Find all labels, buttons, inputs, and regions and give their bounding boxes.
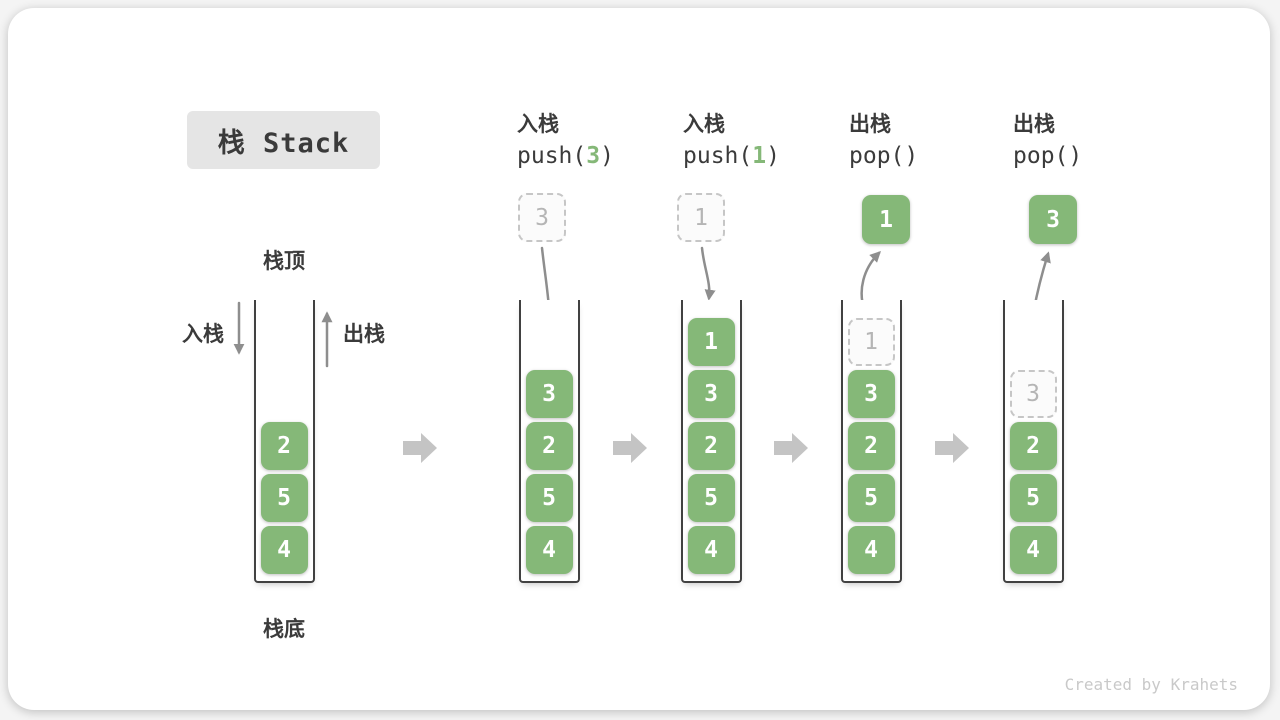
op-code-pop-3: pop() xyxy=(1013,143,1082,169)
op-code-post: ) xyxy=(600,143,614,169)
op-code-arg: 3 xyxy=(586,143,601,169)
stack-item: 5 xyxy=(260,474,308,522)
pop-side-label: 出栈 xyxy=(343,323,385,346)
title-box: 栈 Stack xyxy=(187,111,380,169)
stack-item: 1 xyxy=(687,318,735,366)
op-code-arg: 1 xyxy=(752,143,767,169)
stack-item: 2 xyxy=(525,422,573,470)
stack-item: 2 xyxy=(687,422,735,470)
op-label-push-3: 入栈 xyxy=(517,113,559,136)
floating-item-push-3: 3 xyxy=(518,193,566,242)
stack-item-dashed: 1 xyxy=(847,318,895,366)
stack-item: 2 xyxy=(260,422,308,470)
op-code-pre: pop( xyxy=(849,143,905,169)
watermark: Created by Krahets xyxy=(1064,675,1238,694)
op-code-push-3: push(3) xyxy=(517,143,614,169)
floating-item-pop-3: 3 xyxy=(1029,195,1077,244)
op-code-post: ) xyxy=(1068,143,1083,169)
stack-item: 2 xyxy=(1009,422,1057,470)
stack-item: 3 xyxy=(525,370,573,418)
stack-item-dashed: 3 xyxy=(1009,370,1057,418)
stack-top-label: 栈顶 xyxy=(263,250,305,273)
op-label-pop-3: 出栈 xyxy=(1013,113,1055,136)
stack-item: 3 xyxy=(687,370,735,418)
stack-bottom-label: 栈底 xyxy=(263,618,305,641)
op-code-pre: push( xyxy=(683,143,753,169)
push-side-label: 入栈 xyxy=(182,323,224,346)
stack-item: 4 xyxy=(260,526,308,574)
stack-item: 5 xyxy=(525,474,573,522)
op-label-push-1: 入栈 xyxy=(683,113,725,136)
stack-item: 4 xyxy=(525,526,573,574)
stack-item: 3 xyxy=(847,370,895,418)
op-label-pop-1: 出栈 xyxy=(849,113,891,136)
op-code-pop-1: pop() xyxy=(849,143,918,169)
stack-item: 5 xyxy=(1009,474,1057,522)
op-code-post: ) xyxy=(766,143,780,169)
op-code-pre: push( xyxy=(517,143,587,169)
stack-item: 5 xyxy=(847,474,895,522)
op-code-post: ) xyxy=(904,143,919,169)
floating-item-push-1: 1 xyxy=(677,193,725,242)
stack-item: 4 xyxy=(847,526,895,574)
stack-item: 5 xyxy=(687,474,735,522)
page-title: 栈 Stack xyxy=(217,127,350,159)
op-code-pre: pop( xyxy=(1013,143,1069,169)
floating-item-pop-1: 1 xyxy=(862,195,910,244)
stack-item: 2 xyxy=(847,422,895,470)
stack-item: 4 xyxy=(687,526,735,574)
op-code-push-1: push(1) xyxy=(683,143,780,169)
stack-item: 4 xyxy=(1009,526,1057,574)
